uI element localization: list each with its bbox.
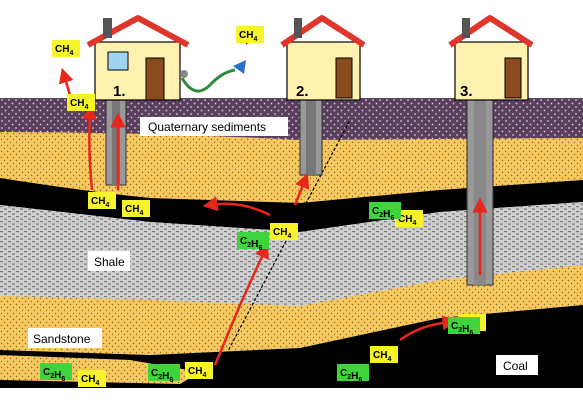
methane-label: CH4 <box>122 200 150 217</box>
svg-text:CH4: CH4 <box>188 366 206 379</box>
svg-text:Sandstone: Sandstone <box>33 332 91 346</box>
svg-text:CH4: CH4 <box>81 374 99 387</box>
ethane-label: C2H6 <box>148 364 180 384</box>
sandstone-label: Sandstone <box>28 328 102 348</box>
methane-label: CH4 <box>88 192 116 209</box>
gas-molecule-labels: CH4CH4CH4CH4CH4CH4CH4CH4CH4CH4CH4C2H6C2H… <box>40 26 486 387</box>
coal-label: Coal <box>496 355 538 375</box>
svg-text:CH4: CH4 <box>373 350 391 363</box>
svg-text:Shale: Shale <box>94 255 125 269</box>
svg-text:C2H6: C2H6 <box>372 206 394 222</box>
ethane-label: C2H6 <box>237 232 269 252</box>
well-number-2: 2. <box>296 83 309 100</box>
svg-text:CH4: CH4 <box>55 44 73 57</box>
ethane-label: C2H6 <box>448 317 480 337</box>
svg-text:CH4: CH4 <box>273 227 291 240</box>
svg-text:CH4: CH4 <box>125 204 143 217</box>
lower-sandstone-layer <box>0 265 583 355</box>
garden-hose <box>180 60 246 93</box>
well-1 <box>105 94 127 186</box>
svg-text:C2H6: C2H6 <box>340 368 362 384</box>
well-2 <box>299 94 323 176</box>
methane-label: CH4 <box>395 210 423 227</box>
upper-sandstone-layer <box>0 132 583 205</box>
house-2: 2. <box>280 15 366 101</box>
svg-text:CH4: CH4 <box>70 98 88 111</box>
svg-text:Quaternary sediments: Quaternary sediments <box>148 120 266 134</box>
methane-label: CH4 <box>370 346 398 363</box>
svg-text:C2H6: C2H6 <box>451 321 473 337</box>
svg-text:Coal: Coal <box>503 359 528 373</box>
svg-text:C2H6: C2H6 <box>240 236 262 252</box>
methane-label: CH4 <box>67 94 95 111</box>
svg-text:C2H6: C2H6 <box>43 367 65 383</box>
methane-label: CH4 <box>78 370 106 387</box>
svg-text:CH4: CH4 <box>239 30 257 43</box>
methane-label: CH4 <box>270 223 298 240</box>
svg-text:C2H6: C2H6 <box>151 368 173 384</box>
house-1: 1. <box>86 15 190 101</box>
ethane-label: C2H6 <box>369 202 401 222</box>
methane-label: CH4 <box>52 40 80 57</box>
ethane-label: C2H6 <box>337 364 369 384</box>
well-3 <box>466 94 494 286</box>
methane-label: CH4 <box>236 26 264 43</box>
upper-coal-seam <box>0 178 583 232</box>
house-3: 3. <box>448 15 534 101</box>
ethane-label: C2H6 <box>40 363 72 383</box>
svg-text:CH4: CH4 <box>398 214 416 227</box>
shale-label: Shale <box>88 251 130 271</box>
svg-text:CH4: CH4 <box>91 196 109 209</box>
well-number-3: 3. <box>460 83 473 100</box>
quaternary-label: Quaternary sediments <box>140 117 288 136</box>
methane-label: CH4 <box>185 362 213 379</box>
well-number-1: 1. <box>113 83 126 100</box>
